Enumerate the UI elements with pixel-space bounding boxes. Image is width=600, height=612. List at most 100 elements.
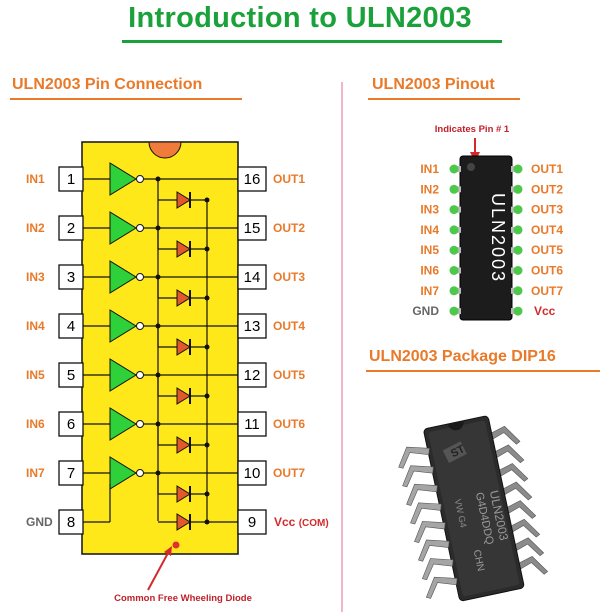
- junction: [204, 246, 210, 252]
- chip-notch: [148, 141, 182, 159]
- buffer-triangle: [109, 162, 137, 196]
- gnd-label: GND: [412, 304, 439, 318]
- pin-number: 1: [67, 171, 75, 188]
- section-title-pinout: ULN2003 Pinout: [372, 76, 495, 93]
- output-label: OUT2: [273, 221, 305, 235]
- buffer-triangle: [109, 358, 137, 392]
- pin-box: [58, 313, 84, 339]
- buffer-triangle: [109, 456, 137, 490]
- pin-number: 13: [244, 318, 261, 335]
- pin1-annotation: Indicates Pin # 1: [435, 124, 510, 135]
- output-label: OUT5: [531, 243, 563, 257]
- input-label: IN5: [26, 368, 45, 382]
- page-title: Introduction to ULN2003: [128, 2, 472, 34]
- inverter-bubble: [136, 469, 144, 477]
- pin-dot: [513, 245, 523, 255]
- pin-number: 4: [67, 318, 75, 335]
- st-logo-text: ST: [449, 443, 467, 460]
- output-label: OUT6: [531, 264, 563, 278]
- pin-dot: [449, 225, 459, 235]
- chip-leg: [406, 483, 438, 506]
- diode-annotation: Common Free Wheeling Diode: [114, 593, 252, 604]
- pin-dot: [513, 306, 523, 316]
- package-marking: CHN: [471, 549, 486, 572]
- inverter-bubble: [136, 273, 144, 281]
- buffer-triangle: [109, 211, 137, 245]
- chip-body: [81, 141, 239, 555]
- output-label: OUT4: [273, 319, 305, 333]
- pin-dot: [449, 205, 459, 215]
- vcc-label: Vcc: [534, 304, 556, 318]
- pin-box: [58, 509, 84, 535]
- input-label: IN1: [26, 172, 45, 186]
- output-label: OUT5: [273, 368, 305, 382]
- section-underline: [368, 98, 520, 100]
- pin-dot: [449, 266, 459, 275]
- junction: [204, 197, 210, 203]
- chip-leg: [414, 521, 446, 543]
- output-label: OUT1: [531, 162, 563, 176]
- pin-dot: [513, 205, 523, 215]
- com-suffix: (COM): [299, 518, 329, 529]
- pin-number: 2: [67, 220, 75, 237]
- inverter-bubble: [136, 371, 144, 379]
- junction: [204, 519, 210, 525]
- output-label: OUT6: [273, 417, 305, 431]
- pin-dot: [449, 184, 459, 194]
- buffer-triangle: [109, 407, 137, 441]
- pin-dot: [513, 225, 523, 235]
- inverter-bubble: [136, 175, 144, 183]
- pin-number: 16: [244, 171, 261, 188]
- vcc-label: Vcc (COM): [274, 515, 329, 529]
- output-label: OUT3: [531, 203, 563, 217]
- pin-dot: [449, 306, 459, 316]
- output-label: OUT4: [531, 223, 563, 237]
- arrow-head: [164, 546, 172, 556]
- package-notch: [447, 420, 464, 431]
- pin-number: 9: [248, 514, 256, 531]
- pinout-chip-body: [459, 155, 513, 321]
- buffer-triangle: [109, 309, 137, 343]
- chip-leg: [402, 465, 434, 488]
- pin-box: [237, 362, 267, 388]
- input-label: IN6: [420, 264, 439, 278]
- output-label: OUT3: [273, 270, 305, 284]
- pin-number: 11: [244, 416, 260, 433]
- pin-number: 6: [67, 416, 75, 433]
- gnd-label: GND: [26, 515, 53, 529]
- package-top: [428, 420, 520, 597]
- pin-number: 10: [244, 465, 261, 482]
- pin-number: 3: [67, 269, 75, 286]
- pin-dot: [449, 245, 459, 255]
- input-label: IN6: [26, 417, 45, 431]
- common-diode: [176, 513, 191, 531]
- pin-number: 15: [244, 220, 261, 237]
- chip-leg: [425, 576, 458, 599]
- diode: [176, 485, 191, 503]
- pin-box: [58, 362, 84, 388]
- input-label: IN7: [420, 284, 439, 298]
- output-label: OUT2: [531, 182, 563, 196]
- output-label: OUT7: [273, 466, 305, 480]
- inverter-bubble: [136, 224, 144, 232]
- inverter-bubble: [136, 420, 144, 428]
- input-label: IN2: [420, 182, 439, 196]
- chip-leg: [418, 539, 450, 562]
- section-underline: [10, 98, 242, 100]
- diode: [176, 338, 191, 356]
- diode: [176, 240, 191, 258]
- input-label: IN7: [26, 466, 45, 480]
- pin1-dot: [467, 163, 475, 171]
- annotation-arrow: [147, 552, 169, 591]
- pin-number: 7: [67, 465, 75, 482]
- pin-dot: [449, 286, 459, 296]
- junction: [204, 344, 210, 350]
- junction: [204, 491, 210, 497]
- input-label: IN1: [420, 162, 439, 176]
- pin-number: 14: [244, 269, 261, 286]
- section-title-pin-connection: ULN2003 Pin Connection: [12, 76, 203, 93]
